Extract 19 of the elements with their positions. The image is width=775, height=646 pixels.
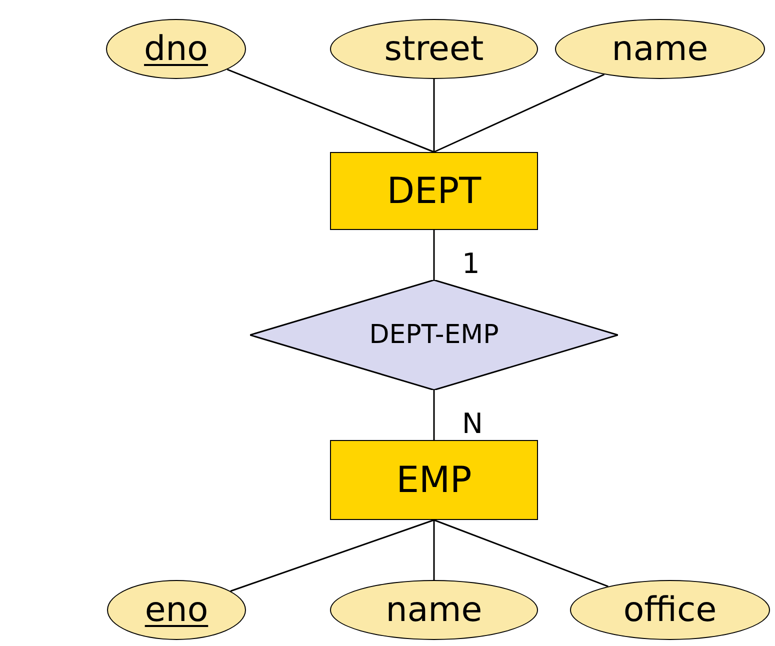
connector-line: [433, 520, 435, 580]
entity-box: [330, 440, 538, 520]
attribute-name: dno: [144, 29, 208, 69]
attribute-name: street: [384, 29, 484, 69]
attribute-name: name: [386, 590, 482, 630]
connector-line: [433, 79, 435, 152]
relationship-name: DEPT-EMP: [369, 320, 499, 350]
connector-line: [434, 519, 608, 588]
connector-line: [434, 74, 605, 153]
connector-line: [226, 68, 434, 153]
attribute-name: eno: [144, 590, 208, 630]
attribute-name: office: [623, 590, 717, 630]
entity-name: EMP: [396, 460, 472, 500]
entity-box: [330, 152, 538, 230]
entity-name: DEPT: [386, 170, 482, 212]
connector-line: [433, 230, 435, 280]
connector-line: [433, 390, 435, 440]
attribute-name: name: [612, 29, 708, 69]
connector-line: [230, 519, 434, 592]
